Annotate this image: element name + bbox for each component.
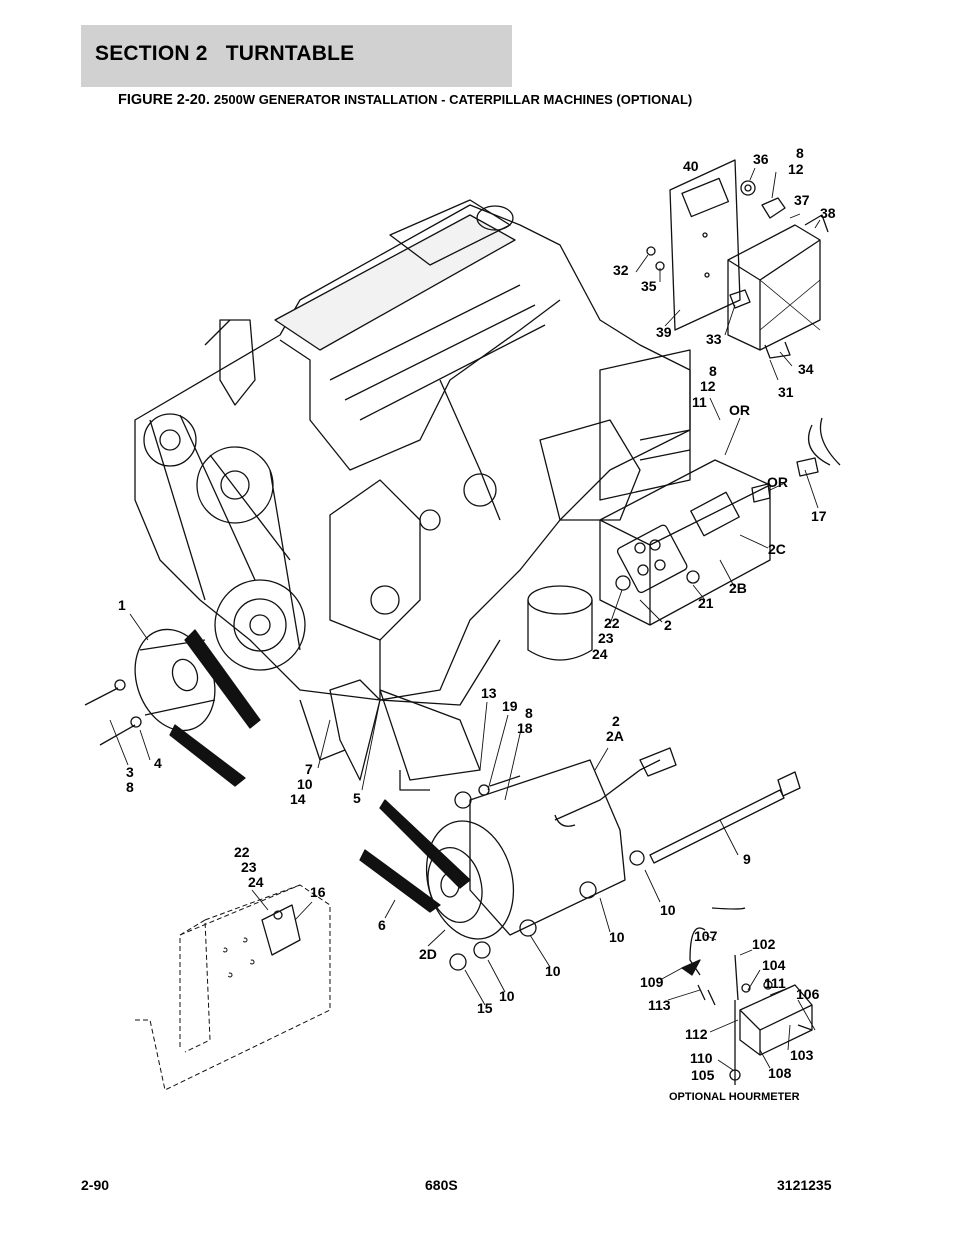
callout-17: 17	[811, 508, 827, 524]
junction-box-drawing	[646, 159, 829, 359]
callout-19: 19	[502, 698, 518, 714]
callout-2A: 2A	[606, 728, 624, 744]
callout-5: 5	[353, 790, 361, 806]
callout-102: 102	[752, 936, 776, 952]
figure-caption: 2500W GENERATOR INSTALLATION - CATERPILL…	[213, 92, 693, 107]
callout-113: 113	[648, 997, 671, 1013]
section-title: SECTION 2 TURNTABLE	[95, 42, 355, 65]
callout-8-c: 8	[126, 779, 134, 795]
callout-24-a: 24	[592, 646, 608, 662]
section-header-band	[81, 25, 512, 87]
callout-22-a: 22	[604, 615, 620, 631]
callout-105: 105	[691, 1067, 715, 1083]
callout-107: 107	[694, 928, 718, 944]
model-number: 680S	[425, 1177, 458, 1193]
callout-8-a: 8	[796, 145, 804, 161]
callout-9: 9	[743, 851, 751, 867]
cable-plug-drawing	[751, 417, 841, 503]
callout-10-b: 10	[660, 902, 676, 918]
figure-number: FIGURE 2-20.	[118, 92, 210, 108]
callout-15: 15	[477, 1000, 493, 1016]
callout-or-b: OR	[767, 474, 788, 490]
callout-35: 35	[641, 278, 657, 294]
control-box-drawing	[599, 459, 771, 626]
callout-3: 3	[126, 764, 134, 780]
callout-10-e: 10	[499, 988, 515, 1004]
callout-2-b: 2	[612, 713, 620, 729]
callout-22-b: 22	[234, 844, 250, 860]
callout-10-d: 10	[545, 963, 561, 979]
callout-10-c: 10	[609, 929, 625, 945]
frame-bracket-drawing	[135, 884, 331, 1091]
callout-leader-lines	[109, 167, 821, 1071]
outlet-bracket-drawing	[261, 904, 301, 956]
callout-110: 110	[690, 1050, 713, 1066]
callout-108: 108	[768, 1065, 792, 1081]
callout-111: 111	[764, 975, 786, 991]
callout-8-d: 8	[525, 705, 533, 721]
callout-106: 106	[796, 986, 820, 1002]
callout-40: 40	[683, 158, 699, 174]
page-number: 2-90	[81, 1177, 110, 1193]
callout-34: 34	[798, 361, 814, 377]
callout-18: 18	[517, 720, 533, 736]
callout-38: 38	[820, 205, 836, 221]
callout-13: 13	[481, 685, 497, 701]
callout-1: 1	[118, 597, 126, 613]
callout-104: 104	[762, 957, 786, 973]
callout-37: 37	[794, 192, 810, 208]
callout-33: 33	[706, 331, 722, 347]
callout-109: 109	[640, 974, 664, 990]
callout-21: 21	[698, 595, 714, 611]
callout-23-a: 23	[598, 630, 614, 646]
callout-103: 103	[790, 1047, 814, 1063]
pulley-belt-drawing	[84, 628, 481, 791]
figure-title: FIGURE 2-20. 2500W GENERATOR INSTALLATIO…	[118, 92, 692, 108]
callout-2B: 2B	[729, 580, 747, 596]
callout-36: 36	[753, 151, 769, 167]
callout-8-b: 8	[709, 363, 717, 379]
callout-2D: 2D	[419, 946, 437, 962]
callout-10-a: 10	[297, 776, 313, 792]
callout-39: 39	[656, 324, 672, 340]
callout-2-a: 2	[664, 617, 672, 633]
callout-or-a: OR	[729, 402, 750, 418]
mounting-rod-drawing	[649, 771, 801, 864]
callout-12-b: 12	[700, 378, 716, 394]
callout-6: 6	[378, 917, 386, 933]
engine-drawing	[134, 199, 691, 706]
optional-hourmeter-label: OPTIONAL HOURMETER	[669, 1091, 800, 1103]
callout-24-b: 24	[248, 874, 264, 890]
document-number: 3121235	[777, 1177, 832, 1193]
callout-112: 112	[685, 1026, 708, 1042]
callout-4: 4	[154, 755, 162, 771]
callout-14: 14	[290, 791, 306, 807]
callout-11: 11	[692, 394, 707, 410]
callout-31: 31	[778, 384, 794, 400]
callout-23-b: 23	[241, 859, 257, 875]
callout-16: 16	[310, 884, 326, 900]
callout-12-a: 12	[788, 161, 804, 177]
callout-2C: 2C	[768, 541, 786, 557]
callout-7: 7	[305, 761, 313, 777]
hourmeter-drawing	[681, 907, 813, 1085]
generator-drawing	[359, 747, 677, 971]
callout-32: 32	[613, 262, 629, 278]
